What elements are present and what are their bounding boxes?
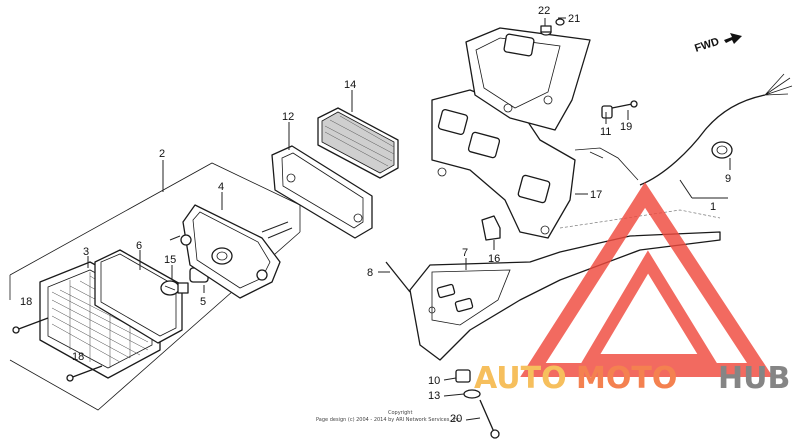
callout-17: 17 xyxy=(590,189,602,201)
callout-4: 4 xyxy=(218,181,224,193)
callout-labels: 1 2 3 4 5 6 7 8 9 10 11 12 13 14 15 16 1… xyxy=(20,5,731,425)
callout-8: 8 xyxy=(367,267,373,279)
callout-7: 7 xyxy=(462,247,468,259)
callout-3: 3 xyxy=(83,246,89,258)
copyright-notice: Copyright Page design (c) 2004 - 2014 by… xyxy=(316,410,462,423)
callout-21: 21 xyxy=(568,13,580,25)
callout-10: 10 xyxy=(428,375,440,387)
lens-gasket xyxy=(94,249,183,344)
callout-18a: 18 xyxy=(20,296,32,308)
grommet-9 xyxy=(711,141,733,159)
copyright-line-1: Copyright xyxy=(388,410,412,416)
bolt-20 xyxy=(479,399,500,439)
upper-mount xyxy=(465,27,591,131)
screw-upper xyxy=(12,317,49,334)
taillight-housing xyxy=(169,204,293,299)
callout-2: 2 xyxy=(159,148,165,160)
watermark-wordmark: AUTO MOTO HUB xyxy=(474,361,790,396)
screw-lower xyxy=(66,365,103,382)
watermark-word-moto: MOTO xyxy=(576,361,677,396)
copyright-line-2: Page design (c) 2004 - 2014 by ARI Netwo… xyxy=(316,417,462,423)
clip-16 xyxy=(481,215,501,241)
rod-8 xyxy=(385,261,411,293)
callout-15: 15 xyxy=(164,254,176,266)
collar-11 xyxy=(601,105,613,119)
forward-arrow-indicator: FWD xyxy=(693,33,742,55)
watermark-word-auto: AUTO xyxy=(474,361,567,396)
callout-20: 20 xyxy=(450,413,462,425)
arrow-icon xyxy=(724,33,742,44)
license-bracket xyxy=(431,89,588,239)
callout-16: 16 xyxy=(488,253,500,265)
callout-12: 12 xyxy=(282,111,294,123)
nut-22 xyxy=(540,25,552,36)
callout-19: 19 xyxy=(620,121,632,133)
license-light-harness xyxy=(574,73,793,199)
callout-22: 22 xyxy=(538,5,550,17)
callout-6: 6 xyxy=(136,240,142,252)
watermark-triangle-outer xyxy=(520,182,773,377)
reflector-frame xyxy=(271,145,373,239)
callout-18b: 18 xyxy=(72,351,84,363)
callout-14: 14 xyxy=(344,79,356,91)
reflector xyxy=(317,107,399,179)
callout-11: 11 xyxy=(600,126,611,138)
callout-9: 9 xyxy=(725,173,731,185)
leader-lines xyxy=(87,17,731,421)
watermark-triangle-inner xyxy=(579,250,719,366)
automotohub-watermark: AUTO MOTO HUB xyxy=(474,182,790,396)
watermark-word-hub: HUB xyxy=(718,361,790,396)
fwd-label: FWD xyxy=(693,36,721,55)
bulb xyxy=(160,280,189,296)
washer-21 xyxy=(555,18,565,26)
bolt-19 xyxy=(611,100,638,109)
nut-10 xyxy=(455,369,471,383)
callout-5: 5 xyxy=(200,296,206,308)
rear-fender-housing xyxy=(409,209,721,361)
callout-13: 13 xyxy=(428,390,440,402)
callout-1: 1 xyxy=(710,201,716,213)
